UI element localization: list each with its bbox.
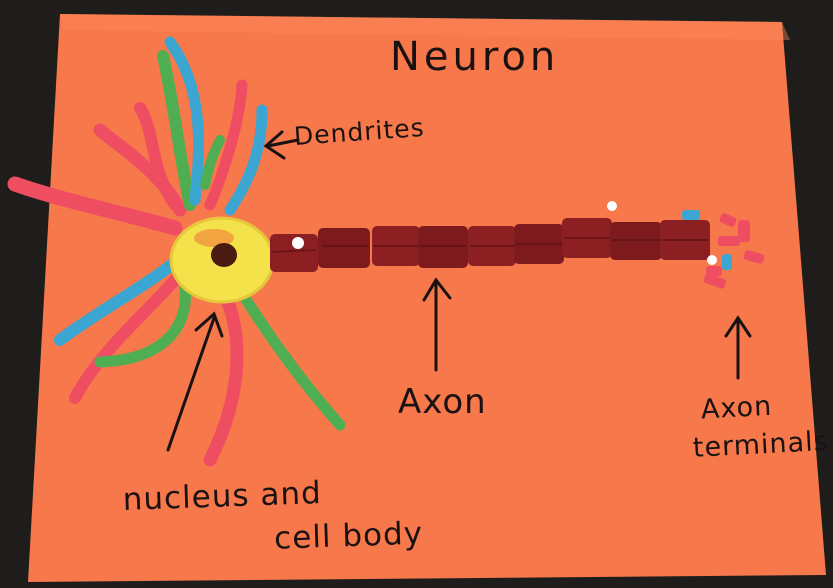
axon-terminals-label: Axon terminals [690, 385, 830, 468]
title-label: Neuron [390, 34, 559, 80]
axon-terminals-label-line2: terminals [692, 423, 830, 468]
axon-segment [318, 228, 370, 268]
nucleus-label: nucleus and cell body [122, 468, 424, 566]
cell-body [171, 218, 273, 302]
nucleus [211, 243, 237, 267]
axon-label: Axon [398, 382, 487, 422]
